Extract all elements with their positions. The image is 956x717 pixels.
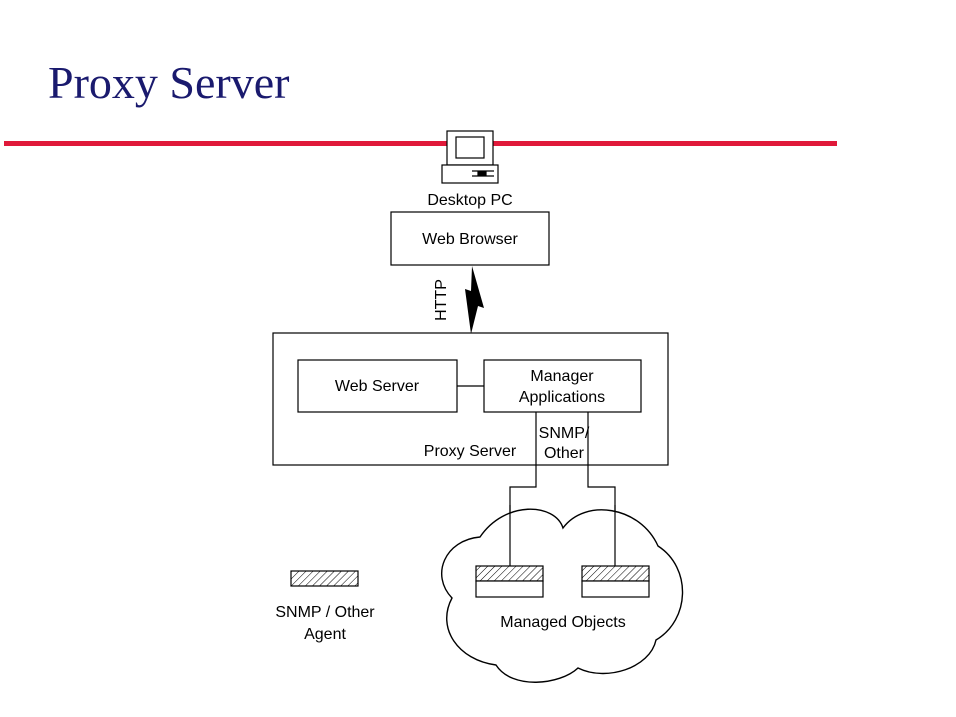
managed-objects-label: Managed Objects	[500, 614, 625, 631]
manager-applications-box	[483, 359, 642, 413]
title-divider	[4, 141, 837, 146]
desktop-pc-label: Desktop PC	[427, 192, 512, 209]
managed-object-agent-2	[581, 565, 650, 598]
legend-label-line2: Agent	[304, 626, 346, 643]
managed-object-agent-1	[475, 565, 544, 598]
hatched-agent-icon	[290, 570, 359, 587]
web-browser-box	[390, 211, 550, 266]
cloud-icon	[441, 508, 684, 683]
snmp-label-line1: SNMP/	[539, 425, 590, 442]
http-label: HTTP	[433, 279, 450, 321]
lightning-bolt-icon	[465, 266, 484, 334]
snmp-label-line2: Other	[544, 445, 585, 462]
web-browser-label: Web Browser	[422, 231, 518, 248]
desktop-pc-icon	[441, 130, 499, 184]
legend-label-line1: SNMP / Other	[275, 604, 375, 621]
agent-drop-lines	[509, 505, 616, 566]
proxy-server-label: Proxy Server	[424, 443, 517, 460]
manager-label-line2: Applications	[519, 389, 605, 406]
web-server-label: Web Server	[335, 378, 420, 395]
page-title: Proxy Server	[48, 57, 290, 108]
manager-label-line1: Manager	[530, 368, 594, 385]
